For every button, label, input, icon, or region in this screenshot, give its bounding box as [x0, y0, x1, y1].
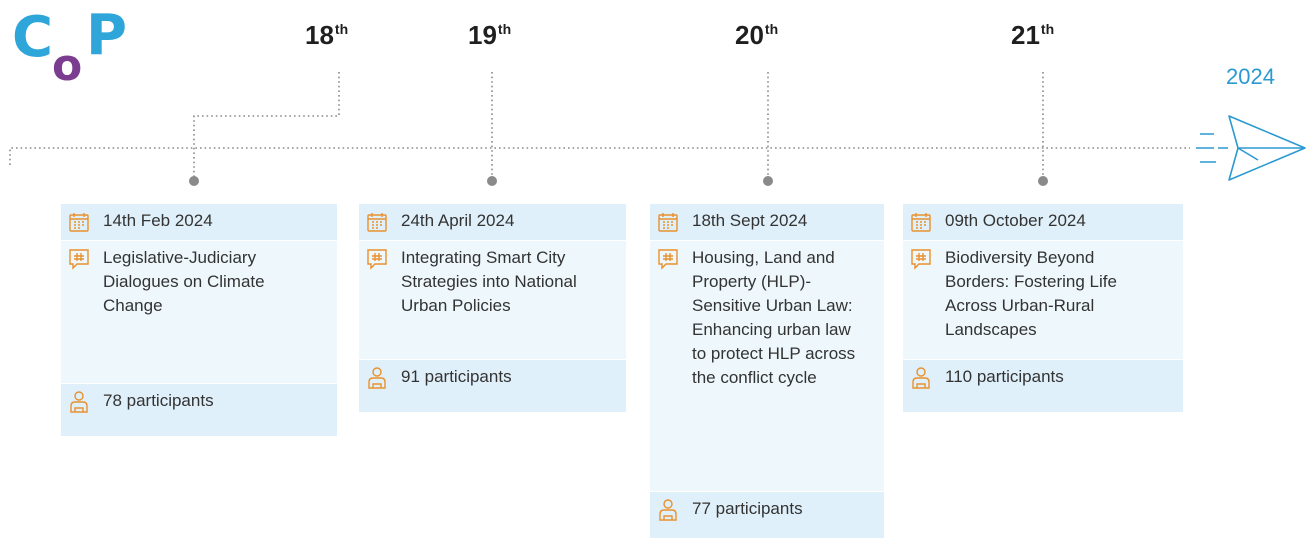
- era-number: 20: [735, 20, 764, 50]
- person-icon: [70, 391, 88, 413]
- person-icon: [659, 499, 677, 521]
- event-date-row: 18th Sept 2024: [650, 204, 884, 241]
- era-label-19: 19th: [468, 20, 511, 51]
- event-topic-row: Biodiversity Beyond Borders: Fostering L…: [903, 241, 1183, 360]
- event-date-row: 09th October 2024: [903, 204, 1183, 241]
- dot-20: [763, 176, 773, 186]
- year-label: 2024: [1226, 64, 1275, 89]
- event-participants: 78 participants: [103, 391, 214, 410]
- calendar-icon: [69, 213, 89, 232]
- connector-18: [193, 72, 340, 181]
- era-label-21: 21th: [1011, 20, 1054, 51]
- calendar-icon: [911, 213, 931, 232]
- event-topic: Integrating Smart City Strategies into N…: [401, 248, 577, 315]
- person-icon: [368, 367, 386, 389]
- event-participants: 110 participants: [945, 367, 1064, 386]
- era-label-18: 18th: [305, 20, 348, 51]
- logo-letter-c: C: [12, 5, 54, 70]
- dot-19: [487, 176, 497, 186]
- logo-letter-o: o: [52, 40, 83, 91]
- era-number: 18: [305, 20, 334, 50]
- event-participants-row: 110 participants: [903, 360, 1183, 413]
- topic-hashtag-icon: [69, 249, 89, 270]
- topic-hashtag-icon: [658, 249, 678, 270]
- era-suffix: th: [1040, 21, 1055, 37]
- era-suffix: th: [497, 21, 512, 37]
- event-participants-row: 78 participants: [61, 384, 337, 437]
- event-date-row: 24th April 2024: [359, 204, 626, 241]
- paper-plane-icon: [1200, 115, 1306, 181]
- timeline-axis: [9, 147, 1190, 165]
- event-topic: Housing, Land and Property (HLP)-Sensiti…: [692, 248, 856, 387]
- era-suffix: th: [334, 21, 349, 37]
- topic-hashtag-icon: [367, 249, 387, 270]
- event-participants-row: 77 participants: [650, 492, 884, 539]
- era-suffix: th: [764, 21, 779, 37]
- event-card-19: 24th April 2024 Integrating Smart City S…: [359, 204, 626, 413]
- event-card-18: 14th Feb 2024 Legislative-Judiciary Dial…: [61, 204, 337, 437]
- event-topic-row: Integrating Smart City Strategies into N…: [359, 241, 626, 360]
- event-participants-row: 91 participants: [359, 360, 626, 413]
- era-number: 21: [1011, 20, 1040, 50]
- topic-hashtag-icon: [911, 249, 931, 270]
- cop-logo: C o P: [6, 2, 136, 92]
- event-topic-row: Housing, Land and Property (HLP)-Sensiti…: [650, 241, 884, 492]
- event-topic: Biodiversity Beyond Borders: Fostering L…: [945, 248, 1117, 339]
- event-date: 18th Sept 2024: [692, 211, 808, 230]
- dot-18: [189, 176, 199, 186]
- event-topic: Legislative-Judiciary Dialogues on Clima…: [103, 248, 265, 315]
- era-number: 19: [468, 20, 497, 50]
- event-participants: 77 participants: [692, 499, 803, 518]
- event-participants: 91 participants: [401, 367, 512, 386]
- event-date-row: 14th Feb 2024: [61, 204, 337, 241]
- event-date: 14th Feb 2024: [103, 211, 213, 230]
- calendar-icon: [658, 213, 678, 232]
- person-icon: [912, 367, 930, 389]
- event-card-21: 09th October 2024 Biodiversity Beyond Bo…: [903, 204, 1183, 413]
- calendar-icon: [367, 213, 387, 232]
- event-topic-row: Legislative-Judiciary Dialogues on Clima…: [61, 241, 337, 384]
- event-card-20: 18th Sept 2024 Housing, Land and Propert…: [650, 204, 884, 539]
- event-date: 09th October 2024: [945, 211, 1086, 230]
- dot-21: [1038, 176, 1048, 186]
- event-date: 24th April 2024: [401, 211, 515, 230]
- logo-letter-p: P: [86, 3, 128, 68]
- era-label-20: 20th: [735, 20, 778, 51]
